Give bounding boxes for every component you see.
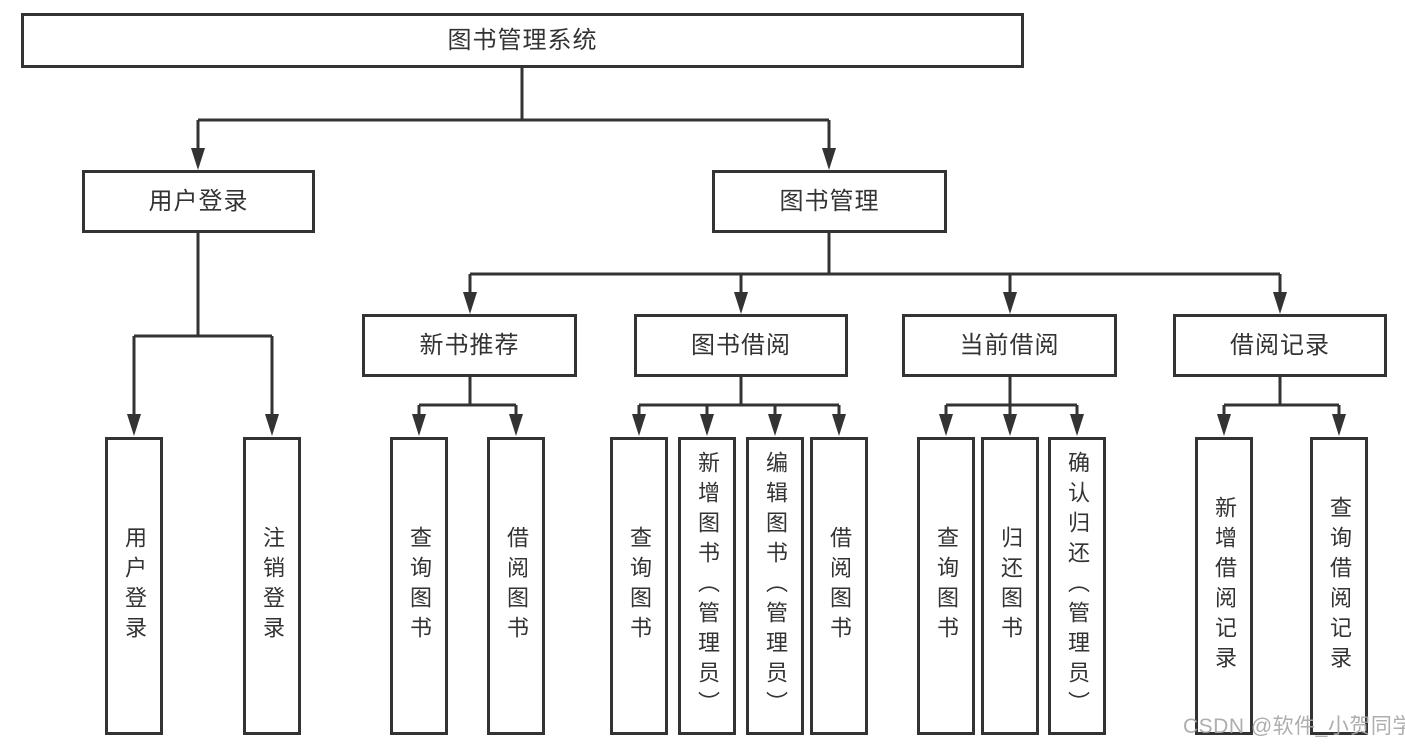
leaf-logout: 注销登录 <box>243 437 301 735</box>
leaf-current-return-books: 归还图书 <box>981 437 1039 735</box>
node-user-login: 用户登录 <box>82 170 315 233</box>
leaf-borrowing-add-books-admin: 新增图书（管理员） <box>678 437 736 735</box>
leaf-records-add-borrow-record: 新增借阅记录 <box>1195 437 1253 735</box>
node-book-management: 图书管理 <box>712 170 947 233</box>
leaf-borrowing-query-books: 查询图书 <box>610 437 668 735</box>
leaf-borrowing-borrow-books: 借阅图书 <box>810 437 868 735</box>
node-current-borrowing: 当前借阅 <box>902 314 1117 377</box>
leaf-newbook-borrow-books: 借阅图书 <box>487 437 545 735</box>
csdn-watermark: CSDN @软件_小贺同学 <box>1183 715 1405 738</box>
node-library-management-system: 图书管理系统 <box>21 13 1024 68</box>
leaf-newbook-query-books: 查询图书 <box>390 437 448 735</box>
leaf-records-query-borrow-record: 查询借阅记录 <box>1310 437 1368 735</box>
arrowheads <box>127 148 1346 436</box>
leaf-current-query-books: 查询图书 <box>917 437 975 735</box>
leaf-current-confirm-return-admin: 确认归还（管理员） <box>1048 437 1106 735</box>
leaf-user-login: 用户登录 <box>105 437 163 735</box>
node-book-borrowing: 图书借阅 <box>634 314 848 377</box>
node-borrowing-records: 借阅记录 <box>1173 314 1387 377</box>
leaf-borrowing-edit-books-admin: 编辑图书（管理员） <box>746 437 804 735</box>
node-new-book-recommendation: 新书推荐 <box>362 314 577 377</box>
